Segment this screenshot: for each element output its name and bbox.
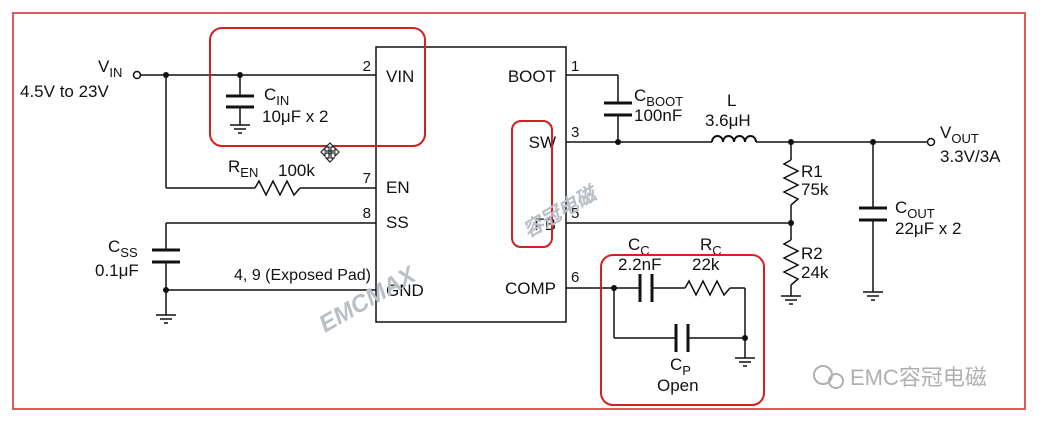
brand-text: EMC容冠电磁 — [850, 365, 987, 390]
css-value: 0.1μF — [95, 261, 139, 280]
ic-body — [375, 46, 567, 323]
inductor-coil — [711, 135, 757, 143]
inductor-label: L — [727, 91, 736, 110]
ren-value: 100k — [278, 161, 315, 180]
cboot-label: CBOOT — [634, 86, 683, 109]
pin-name-fb: FB — [534, 215, 556, 234]
r1-value: 75k — [801, 180, 829, 199]
highlight-sw-fb — [511, 120, 553, 248]
cout-label: COUT — [895, 198, 935, 221]
outer-frame — [12, 12, 1026, 410]
pin-name-boot: BOOT — [508, 67, 556, 86]
pin-name-comp: COMP — [505, 279, 556, 298]
css-label: CSS — [108, 237, 138, 260]
brand-logo: EMC容冠电磁 — [813, 365, 987, 390]
r2-label: R2 — [801, 244, 823, 263]
pin-name-sw: SW — [529, 133, 556, 152]
inductor-value: 3.6μH — [705, 111, 751, 130]
pin-name-gnd: GND — [386, 281, 424, 300]
highlight-compensation — [600, 254, 765, 406]
vout-terminal — [926, 137, 936, 147]
resistor-ren — [254, 179, 301, 197]
pin-num-en: 7 — [363, 170, 371, 187]
r2-value: 24k — [801, 263, 829, 282]
resistor-r2 — [782, 239, 800, 286]
cin-value: 10μF x 2 — [262, 107, 329, 126]
vin-range: 4.5V to 23V — [20, 82, 110, 101]
pin-name-ss: SS — [386, 213, 409, 232]
ground-symbols — [156, 124, 883, 367]
resistor-rc — [684, 279, 731, 297]
resistor-r1 — [782, 159, 800, 206]
vin-terminal — [132, 70, 142, 80]
rc-value: 22k — [692, 255, 720, 274]
pin-num-ss: 8 — [363, 205, 371, 222]
rc-label: RC — [700, 235, 722, 258]
ren-label: REN — [228, 157, 258, 180]
pin-num-gnd: 4, 9 (Exposed Pad) — [234, 267, 371, 284]
vin-label: VIN — [98, 57, 122, 80]
pin-name-en: EN — [386, 178, 410, 197]
pin-num-fb: 5 — [571, 205, 579, 222]
cc-label: CC — [628, 235, 650, 258]
highlight-boxes — [209, 27, 765, 406]
resistors — [254, 159, 800, 297]
cin-label: CIN — [264, 85, 289, 108]
cout-value: 22μF x 2 — [895, 219, 962, 238]
cp-label: CP — [670, 355, 691, 378]
junction-dots — [163, 72, 876, 341]
capacitor-plates — [152, 94, 887, 352]
pin-num-comp: 6 — [571, 269, 579, 286]
cboot-value: 100nF — [634, 106, 682, 125]
cursor-icon — [320, 142, 340, 163]
pin-num-vin: 2 — [363, 58, 371, 75]
pin-num-boot: 1 — [571, 58, 579, 75]
vout-label: VOUT — [940, 123, 979, 146]
pin-num-sw: 3 — [571, 124, 579, 141]
cc-value: 2.2nF — [618, 255, 661, 274]
wires — [140, 74, 928, 358]
highlight-cin — [209, 27, 426, 147]
pin-name-vin: VIN — [386, 67, 414, 86]
r1-label: R1 — [801, 162, 823, 181]
vout-value: 3.3V/3A — [940, 147, 1001, 166]
cp-value: Open — [657, 376, 699, 395]
